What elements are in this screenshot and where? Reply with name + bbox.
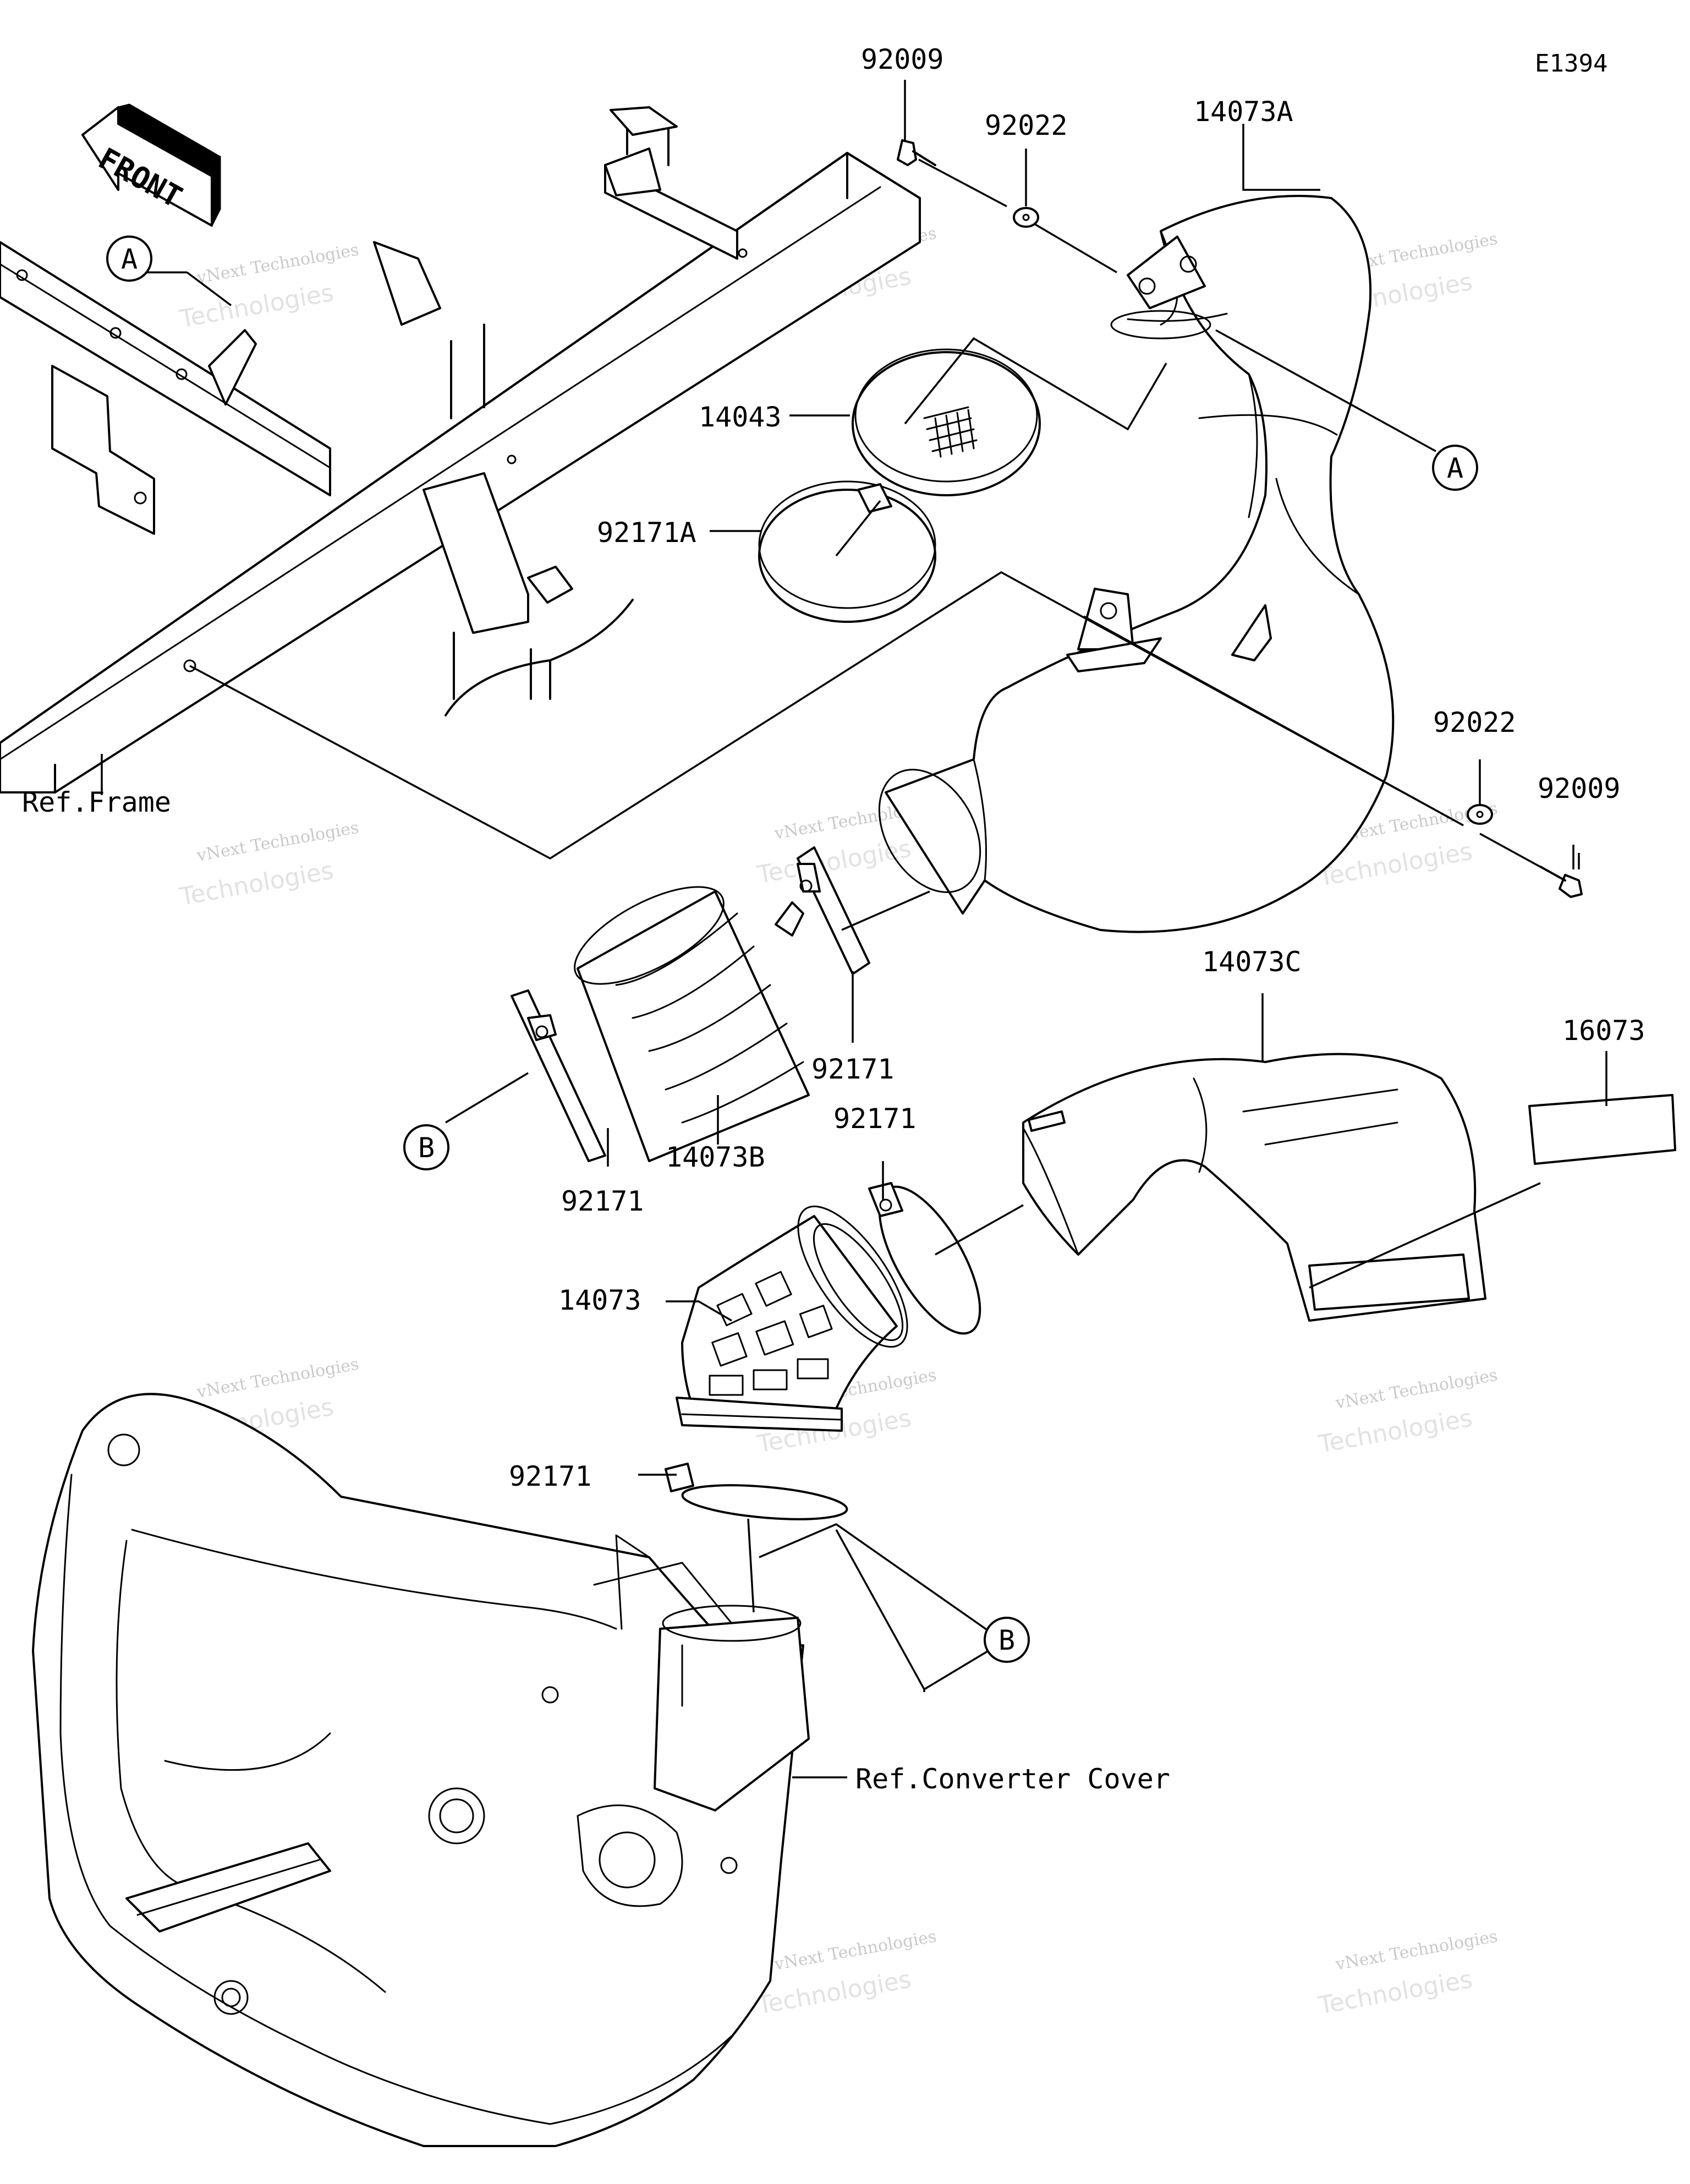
clamp-92171-bottom — [665, 1463, 848, 1520]
part-label-14043: 14043 — [699, 401, 782, 433]
part-label-92022: 92022 — [1433, 707, 1516, 738]
watermark-text: vNext Technologies — [195, 1355, 360, 1402]
ref-frame-label: Ref.Frame — [22, 786, 171, 818]
frame-assembly — [0, 106, 921, 793]
part-label-92009: 92009 — [1538, 773, 1621, 804]
leader-lines — [101, 80, 1607, 1778]
converter-cover — [32, 1393, 810, 2147]
clamp-92171-left — [511, 989, 606, 1162]
clamp-92171-upper — [797, 846, 870, 975]
label-16073 — [1528, 1094, 1676, 1165]
air-duct-14073A — [878, 195, 1395, 933]
callout-a-duct: A — [1432, 445, 1478, 491]
callout-b-cover: B — [984, 1617, 1030, 1663]
part-label-92171: 92171 — [811, 1053, 895, 1085]
clamp-92171-mid — [868, 1182, 981, 1335]
clamp-92171A — [758, 480, 936, 623]
watermark-text: vNext Technologies — [1334, 1366, 1499, 1413]
callout-b-label: B — [998, 1624, 1015, 1656]
filter-14073 — [676, 1205, 908, 1432]
part-label-14073: 14073 — [558, 1284, 641, 1316]
diagram-code: E1394 — [1535, 50, 1607, 78]
boot-14073B — [574, 886, 810, 1162]
callout-a-label: A — [121, 243, 138, 275]
part-label-92171: 92171 — [509, 1460, 592, 1492]
part-label-92171A: 92171A — [597, 517, 696, 549]
part-label-14073C: 14073C — [1202, 946, 1302, 978]
part-label-92171: 92171 — [833, 1103, 917, 1135]
ref-converter-cover-label: Ref.Converter Cover — [855, 1763, 1170, 1795]
part-label-92022: 92022 — [985, 110, 1068, 141]
callout-a-label: A — [1447, 452, 1463, 484]
watermark-text: vNext Technologies — [772, 1927, 938, 1974]
watermark-text: vNext Technologies — [1334, 1927, 1499, 1974]
callout-b-label: B — [418, 1132, 435, 1164]
watermark-text: vNext Technologies — [195, 240, 360, 288]
cover-14073C — [1022, 1053, 1486, 1322]
screen-14043 — [852, 348, 1041, 496]
front-arrow-icon: FRONT — [81, 103, 221, 227]
part-label-92171: 92171 — [561, 1185, 644, 1217]
part-labels: 92009 92022 14073A 14043 92171A 92022 92… — [509, 43, 1645, 1492]
callout-b-boot: B — [403, 1124, 449, 1170]
part-label-16073: 16073 — [1562, 1015, 1645, 1047]
watermark-text: vNext Technologies — [195, 818, 360, 866]
fasteners — [897, 139, 1583, 898]
callout-a-frame: A — [106, 236, 152, 282]
part-label-14073B: 14073B — [666, 1141, 765, 1173]
part-label-14073A: 14073A — [1194, 96, 1293, 128]
part-label-92009: 92009 — [861, 43, 944, 75]
